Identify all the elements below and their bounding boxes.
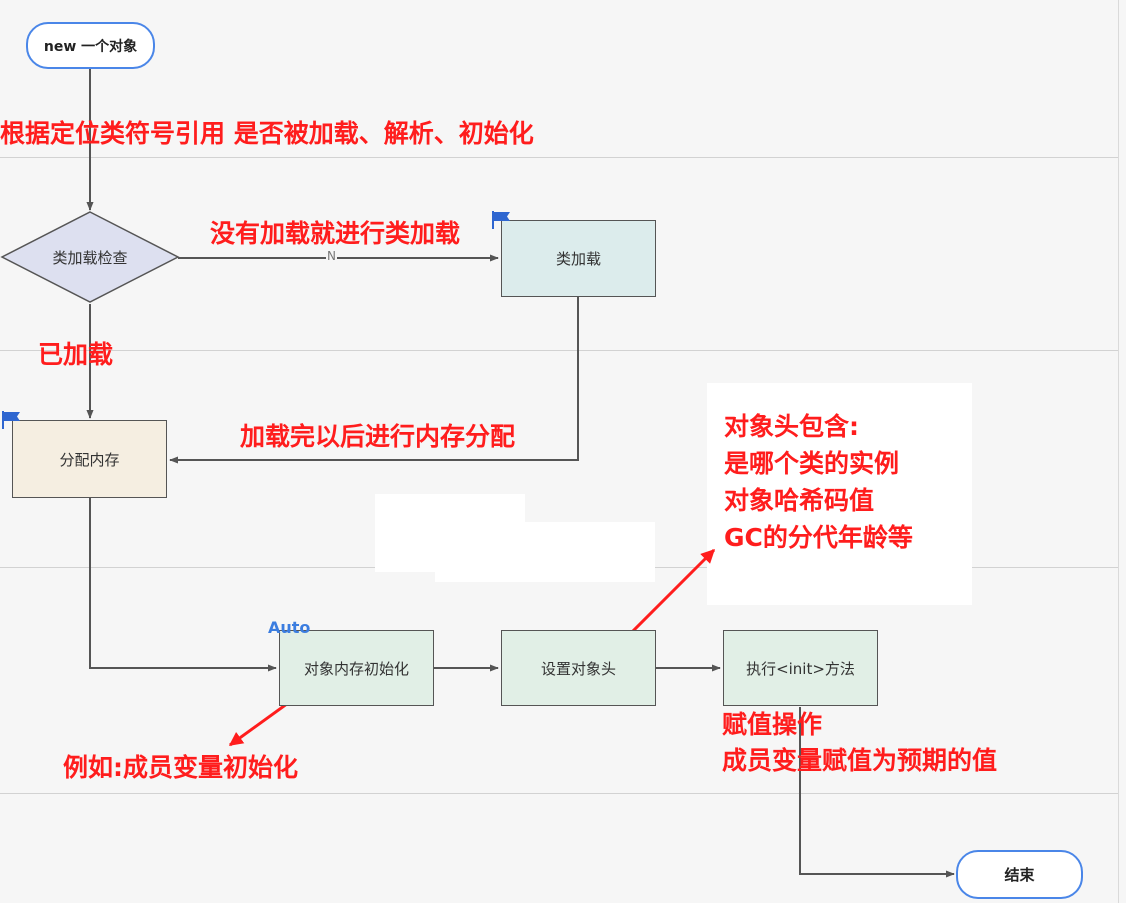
exec-init-label: 执行<init>方法	[746, 659, 855, 678]
annotation-assign-title: 赋值操作	[722, 710, 823, 739]
exec-init-node[interactable]: 执行<init>方法	[723, 630, 878, 706]
annotation-header-title: 对象头包含:	[724, 412, 859, 441]
class-load-node[interactable]: 类加载	[501, 220, 656, 297]
class-load-label: 类加载	[555, 250, 601, 268]
init-memory-node[interactable]: 对象内存初始化	[279, 630, 434, 706]
annotation-header-line: 对象哈希码值	[724, 486, 875, 515]
annotation-assign-detail: 成员变量赋值为预期的值	[722, 746, 998, 775]
annotation-resolve: 根据定位类符号引用 是否被加载、解析、初始化	[0, 119, 534, 148]
end-node[interactable]: 结束	[956, 850, 1083, 899]
end-node-label: 结束	[1004, 866, 1035, 884]
edge-label-no: N	[326, 249, 337, 263]
annotation-header-line: GC的分代年龄等	[724, 523, 913, 552]
alloc-memory-label: 分配内存	[59, 450, 120, 469]
annotation-loaded: 已加载	[38, 340, 114, 369]
annotation-init-example: 例如:成员变量初始化	[63, 753, 298, 782]
alloc-memory-node[interactable]: 分配内存	[12, 420, 167, 498]
annotation-header-line: 是哪个类的实例	[724, 449, 900, 478]
flag-icon	[2, 411, 20, 429]
init-memory-label: 对象内存初始化	[303, 659, 409, 678]
annotation-backdrop	[707, 383, 972, 605]
set-header-label: 设置对象头	[540, 659, 616, 678]
lane-divider	[0, 793, 1118, 794]
edge-load-to-alloc	[169, 297, 579, 464]
set-header-node[interactable]: 设置对象头	[501, 630, 656, 706]
selection-backdrop	[435, 522, 655, 582]
start-node[interactable]: new 一个对象	[26, 22, 155, 69]
annotation-after-load: 加载完以后进行内存分配	[240, 422, 516, 451]
flag-icon	[492, 211, 510, 229]
decision-check-label: 类加载检查	[52, 249, 128, 267]
lane-divider	[0, 350, 1118, 351]
annotation-not-loaded: 没有加载就进行类加载	[210, 219, 461, 248]
edge-exec-to-end	[799, 707, 955, 878]
edge-alloc-to-init	[89, 498, 277, 672]
auto-badge: Auto	[268, 618, 311, 637]
decision-check-shape[interactable]	[0, 211, 180, 303]
canvas-edge	[1118, 0, 1119, 903]
lane-divider	[0, 157, 1118, 158]
start-node-label: new 一个对象	[43, 38, 138, 55]
